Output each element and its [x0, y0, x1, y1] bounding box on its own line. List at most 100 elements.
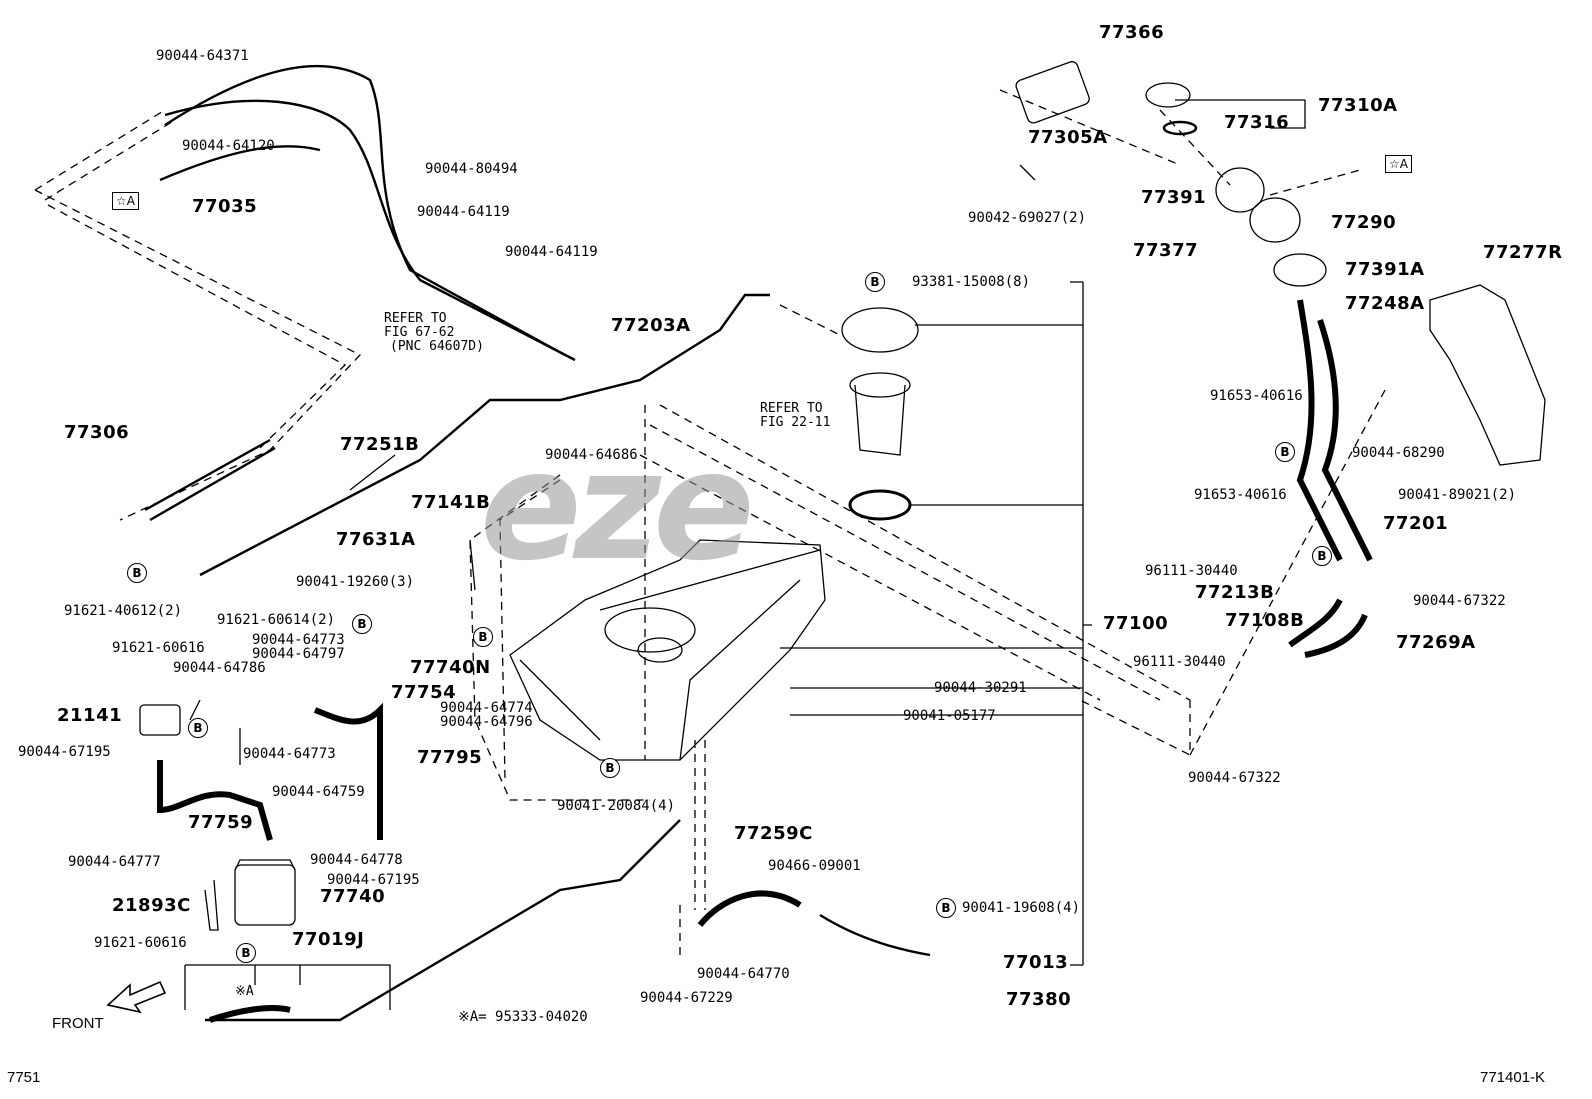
filler-assembly	[1015, 61, 1546, 466]
part-label[interactable]: 91621-60614(2)	[217, 612, 336, 628]
part-label[interactable]: 21893C	[112, 895, 191, 916]
hoses	[157, 299, 1373, 1023]
part-label[interactable]: 90044-64786	[173, 660, 266, 676]
part-label[interactable]: 91653-40616	[1194, 487, 1287, 503]
front-direction-label: FRONT	[52, 1015, 104, 1032]
reference-note[interactable]: FIG 67-62	[384, 325, 455, 340]
part-label[interactable]: 77366	[1099, 22, 1165, 43]
part-label[interactable]: 90044-64759	[272, 784, 365, 800]
b-marker-icon: B	[473, 627, 493, 647]
reference-note: REFER TO	[760, 401, 823, 416]
b-marker-icon: B	[600, 758, 620, 778]
part-label[interactable]: 77269A	[1396, 632, 1476, 653]
part-label[interactable]: 91653-40616	[1210, 388, 1303, 404]
part-label[interactable]: 90044-64774	[440, 700, 533, 716]
part-label[interactable]: 77305A	[1028, 127, 1108, 148]
part-label[interactable]: 90044-67195	[327, 872, 420, 888]
b-marker-icon: B	[936, 898, 956, 918]
reference-note: (PNC 64607D)	[390, 339, 484, 354]
reference-note[interactable]: FIG 22-11	[760, 415, 831, 430]
front-arrow-icon	[106, 980, 167, 1014]
part-label[interactable]: 90044-64119	[505, 244, 598, 260]
part-label[interactable]: 90044-64797	[252, 646, 345, 662]
part-label[interactable]: 77740	[320, 886, 386, 907]
part-label[interactable]: 90044-30291	[934, 680, 1027, 696]
part-label[interactable]: 90042-69027(2)	[968, 210, 1087, 226]
part-label[interactable]: 77316	[1224, 112, 1290, 133]
b-marker-icon: B	[352, 614, 372, 634]
part-label[interactable]: 77391A	[1345, 259, 1425, 280]
part-label[interactable]: 77740N	[410, 657, 491, 678]
part-label[interactable]: 77019J	[292, 929, 365, 950]
part-label[interactable]: 90044-67322	[1188, 770, 1281, 786]
part-label[interactable]: 77248A	[1345, 293, 1425, 314]
part-label[interactable]: 90041-05177	[903, 708, 996, 724]
dashed-reference-lines	[34, 89, 1386, 960]
part-label[interactable]: 90044-67195	[18, 744, 111, 760]
cables	[144, 64, 931, 1022]
fuel-pump-unit	[841, 307, 919, 521]
part-label[interactable]: 91621-40612(2)	[64, 603, 183, 619]
part-label[interactable]: 90044-64773	[252, 632, 345, 648]
part-label[interactable]: 77759	[188, 812, 254, 833]
part-label[interactable]: 77277R	[1483, 242, 1563, 263]
part-label[interactable]: 90041-89021(2)	[1398, 487, 1517, 503]
part-label[interactable]: 90041-19260(3)	[296, 574, 415, 590]
part-label[interactable]: 90041-20084(4)	[557, 798, 676, 814]
part-label[interactable]: 90044-64120	[182, 138, 275, 154]
part-label[interactable]: 90044-64773	[243, 746, 336, 762]
b-marker-icon: B	[1275, 442, 1295, 462]
part-label[interactable]: 77259C	[734, 823, 813, 844]
part-label[interactable]: 90044-67322	[1413, 593, 1506, 609]
reference-note: REFER TO	[384, 311, 447, 326]
part-label[interactable]: 90466-09001	[768, 858, 861, 874]
part-label[interactable]: 77141B	[411, 492, 491, 513]
part-label[interactable]: 90044-64796	[440, 714, 533, 730]
part-label[interactable]: 93381-15008(8)	[912, 274, 1031, 290]
b-marker-icon: B	[865, 272, 885, 292]
part-label[interactable]: 77754	[391, 682, 457, 703]
b-marker-icon: B	[1312, 546, 1332, 566]
part-label[interactable]: 90044-80494	[425, 161, 518, 177]
part-label[interactable]: 90044-64770	[697, 966, 790, 982]
figure-number-left: 7751	[7, 1069, 41, 1086]
part-label[interactable]: 77377	[1133, 240, 1199, 261]
part-label[interactable]: 77203A	[611, 315, 691, 336]
part-label[interactable]: 90044-64777	[68, 854, 161, 870]
part-label[interactable]: 90044-68290	[1352, 445, 1445, 461]
part-label[interactable]: 77013	[1003, 952, 1069, 973]
part-label[interactable]: 96111-30440	[1145, 563, 1238, 579]
part-label[interactable]: 77213B	[1195, 582, 1275, 603]
part-label[interactable]: 77380	[1006, 989, 1072, 1010]
part-label[interactable]: 91621-60616	[94, 935, 187, 951]
part-label[interactable]: 77310A	[1318, 95, 1398, 116]
part-label[interactable]: 90041-19608(4)	[962, 900, 1081, 916]
part-label[interactable]: 77290	[1331, 212, 1397, 233]
part-label[interactable]: 91621-60616	[112, 640, 205, 656]
part-label[interactable]: 90044-64778	[310, 852, 403, 868]
part-label[interactable]: 77100	[1103, 613, 1169, 634]
part-label[interactable]: 77306	[64, 422, 130, 443]
watermark-logo: eze	[480, 420, 755, 594]
part-label[interactable]: 90044-64119	[417, 204, 510, 220]
part-label[interactable]: 77795	[417, 747, 483, 768]
kome-a-marker: ※A	[235, 984, 254, 999]
part-label[interactable]: 90044-67229	[640, 990, 733, 1006]
part-label[interactable]: 21141	[57, 705, 123, 726]
part-label[interactable]: 90044-64371	[156, 48, 249, 64]
kome-a-definition: ※A= 95333-04020	[458, 1009, 588, 1025]
part-label[interactable]: 77391	[1141, 187, 1207, 208]
figure-number-right: 771401-K	[1480, 1069, 1546, 1086]
part-label[interactable]: 77035	[192, 196, 258, 217]
part-label[interactable]: 77631A	[336, 529, 416, 550]
part-label[interactable]: 96111-30440	[1133, 654, 1226, 670]
part-label[interactable]: 77201	[1383, 513, 1449, 534]
b-marker-icon: B	[188, 718, 208, 738]
part-label[interactable]: 77108B	[1225, 610, 1305, 631]
part-label[interactable]: 90044-64686	[545, 447, 638, 463]
part-label[interactable]: 77251B	[340, 434, 420, 455]
fuel-tank-outline	[509, 539, 826, 761]
b-marker-icon: B	[236, 943, 256, 963]
b-marker-icon: B	[127, 563, 147, 583]
